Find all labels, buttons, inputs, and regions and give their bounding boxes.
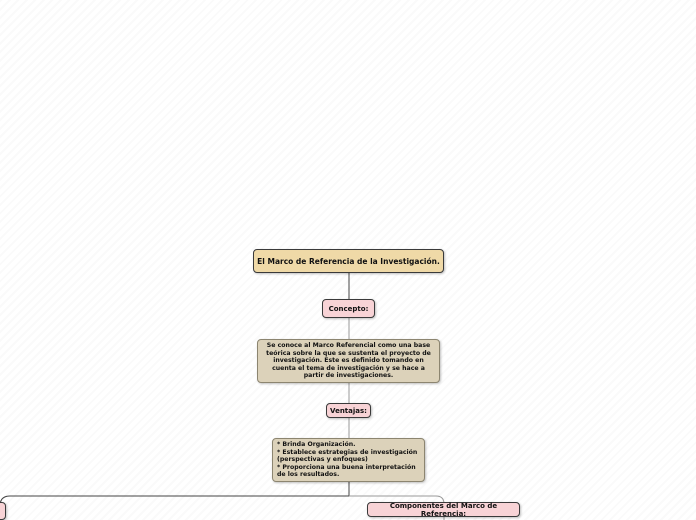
connector-branch-left bbox=[0, 495, 349, 507]
concepto-label: Concepto: bbox=[328, 304, 369, 313]
componentes-topic[interactable]: Componentes del Marco de Referencia: bbox=[367, 501, 520, 518]
concepto-definition-text: Se conoce al Marco Referencial como una … bbox=[266, 342, 431, 380]
concepto-topic[interactable]: Concepto: bbox=[322, 299, 375, 318]
root-topic-label: El Marco de Referencia de la Investigaci… bbox=[257, 256, 440, 266]
componentes-label: Componentes del Marco de Referencia: bbox=[389, 501, 498, 518]
ventajas-list-text: * Brinda Organización. * Establece estra… bbox=[277, 441, 418, 479]
concepto-definition[interactable]: Se conoce al Marco Referencial como una … bbox=[257, 339, 440, 383]
ventajas-label: Ventajas: bbox=[330, 406, 367, 415]
root-topic[interactable]: El Marco de Referencia de la Investigaci… bbox=[253, 249, 444, 273]
ventajas-list[interactable]: * Brinda Organización. * Establece estra… bbox=[272, 438, 425, 482]
ventajas-topic[interactable]: Ventajas: bbox=[326, 403, 371, 418]
offscreen-topic-stub[interactable] bbox=[0, 502, 6, 520]
